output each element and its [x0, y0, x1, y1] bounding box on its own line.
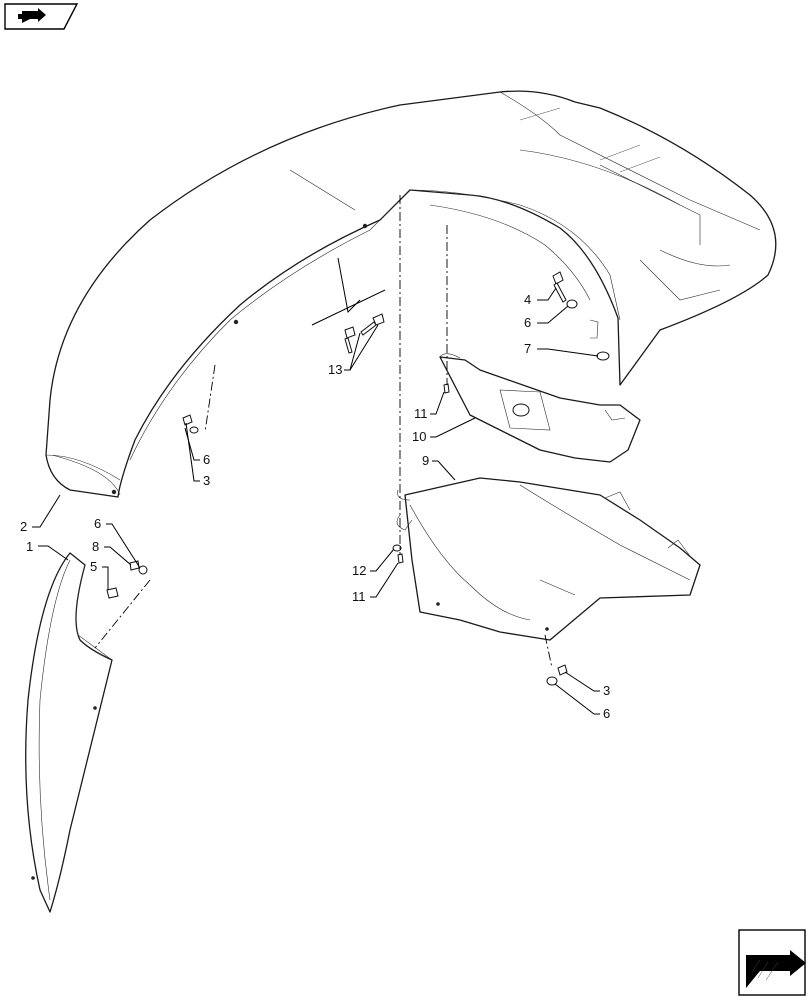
alignment-lines — [94, 195, 553, 669]
callout-3: 3 — [203, 473, 210, 488]
callout-9: 9 — [422, 453, 429, 468]
callout-4: 4 — [524, 292, 531, 307]
mudguard-extension — [25, 552, 113, 913]
callout-1: 1 — [26, 539, 33, 554]
callout-12: 12 — [352, 563, 366, 578]
callout-6: 6 — [203, 452, 210, 467]
leader-lines — [32, 287, 600, 715]
lower-inner-panel — [396, 477, 701, 641]
next-page-arrow-icon[interactable] — [738, 929, 806, 996]
callout-6: 6 — [524, 315, 531, 330]
callout-3: 3 — [603, 683, 610, 698]
callout-5: 5 — [90, 559, 97, 574]
callout-6: 6 — [94, 516, 101, 531]
rear-fender — [45, 90, 777, 498]
callout-2: 2 — [20, 519, 27, 534]
section-marks — [311, 257, 386, 326]
callout-11: 11 — [414, 406, 428, 421]
callout-10: 10 — [412, 429, 426, 444]
callout-7: 7 — [524, 341, 531, 356]
callout-6: 6 — [603, 706, 610, 721]
callouts: 1 2 6 8 5 6 3 4 6 7 13 11 10 9 12 11 3 6 — [20, 292, 610, 721]
callout-11: 11 — [352, 589, 366, 604]
bracket-plate — [439, 353, 641, 463]
callout-8: 8 — [92, 539, 99, 554]
book-arrow-icon[interactable] — [4, 3, 79, 30]
callout-13: 13 — [328, 362, 342, 377]
hardware — [106, 271, 610, 686]
